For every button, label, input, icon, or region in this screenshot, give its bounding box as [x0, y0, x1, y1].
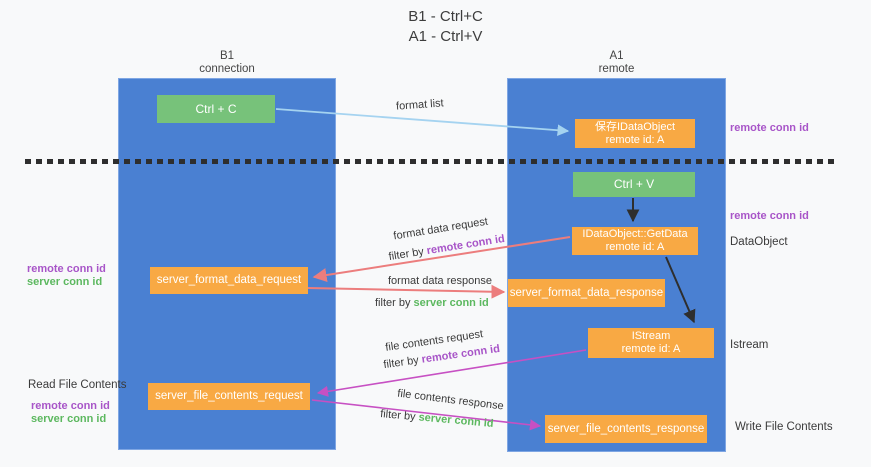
filter-by-server-conn-id-label-2: filter by server conn id	[380, 408, 494, 430]
lane-header-a1: A1 remote	[507, 50, 726, 76]
lane-header-b1: B1 connection	[118, 50, 336, 76]
filter-by-text: filter by	[387, 245, 425, 264]
dataobject-annotation: DataObject	[730, 236, 788, 248]
lane-a1-role: remote	[598, 63, 635, 75]
node-save-idataobject-line1: 保存IDataObject	[594, 120, 676, 133]
node-ctrl-v: Ctrl + V	[573, 172, 695, 197]
lane-b1-role: connection	[199, 63, 255, 75]
server-conn-id-text: server conn id	[413, 297, 489, 309]
node-ctrl-v-label: Ctrl + V	[613, 177, 655, 191]
filter-by-text: filter by	[375, 297, 411, 309]
format-data-response-label: format data response	[388, 275, 492, 287]
write-file-contents-annotation: Write File Contents	[735, 421, 833, 433]
remote-conn-id-annotation-left-2: remote conn id	[31, 400, 110, 412]
server-conn-id-text: server conn id	[418, 411, 495, 430]
remote-conn-id-annotation-right-2: remote conn id	[730, 210, 809, 222]
node-server-format-data-response: server_format_data_response	[508, 279, 665, 307]
node-istream-line1: IStream	[631, 330, 671, 342]
title-line-2: A1 - Ctrl+V	[408, 28, 483, 45]
server-conn-id-annotation-left-2: server conn id	[31, 413, 107, 425]
remote-conn-id-annotation-right-1: remote conn id	[730, 122, 809, 134]
format-list-label: format list	[395, 97, 445, 113]
node-ctrl-c: Ctrl + C	[157, 95, 275, 123]
filter-by-text: filter by	[382, 354, 420, 372]
node-save-idataobject-line2: remote id: A	[605, 133, 665, 146]
node-istream: IStream remote id: A	[588, 328, 714, 358]
node-getdata-line2: remote id: A	[605, 241, 665, 253]
filter-by-server-conn-id-label-1: filter by server conn id	[375, 297, 489, 309]
node-save-idataobject: 保存IDataObject remote id: A	[575, 119, 695, 148]
format-data-response-arrow	[307, 284, 506, 299]
node-getdata-line1: IDataObject::GetData	[582, 228, 688, 240]
server-conn-id-annotation-left-1: server conn id	[27, 276, 103, 288]
file-contents-response-label: file contents response	[396, 387, 505, 413]
node-server-file-contents-response-label: server_file_contents_response	[547, 422, 705, 435]
lane-b1-name: B1	[219, 50, 235, 62]
node-server-file-contents-response: server_file_contents_response	[545, 415, 707, 443]
diagram-title: B1 - Ctrl+C A1 - Ctrl+V	[10, 7, 871, 47]
node-ctrl-c-label: Ctrl + C	[195, 101, 237, 116]
node-server-file-contents-request-label: server_file_contents_request	[155, 390, 303, 402]
node-server-file-contents-request: server_file_contents_request	[148, 383, 310, 410]
node-server-format-data-request-label: server_format_data_request	[156, 274, 302, 286]
remote-conn-id-annotation-left-1: remote conn id	[27, 263, 106, 275]
node-istream-line2: remote id: A	[621, 343, 681, 355]
machine-boundary-dashed-line	[25, 159, 837, 164]
istream-annotation: Istream	[730, 339, 769, 351]
title-line-1: B1 - Ctrl+C	[408, 8, 483, 25]
node-server-format-data-response-label: server_format_data_response	[509, 286, 664, 299]
lane-a1-name: A1	[609, 50, 624, 62]
remote-conn-id-text: remote conn id	[425, 232, 506, 258]
node-idataobject-getdata: IDataObject::GetData remote id: A	[572, 227, 698, 255]
filter-by-text: filter by	[379, 408, 417, 424]
node-server-format-data-request: server_format_data_request	[150, 267, 308, 294]
read-file-contents-annotation: Read File Contents	[28, 379, 127, 391]
